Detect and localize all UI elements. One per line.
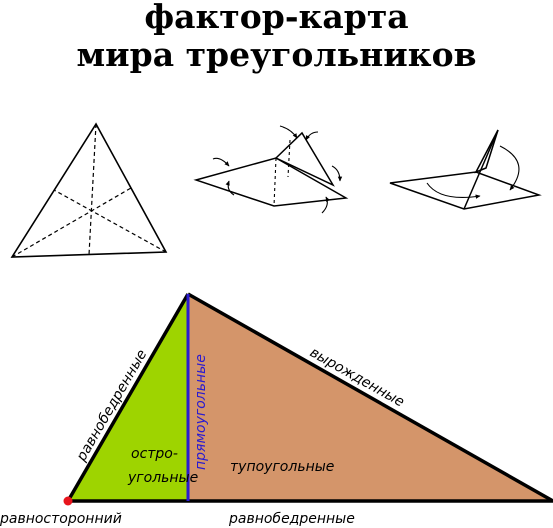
label-isosceles-bottom: равнобедренные: [228, 511, 355, 527]
label-acute-line-1: остро-: [131, 446, 178, 462]
collapsing-triangle-figure: [389, 129, 542, 210]
label-acute-line-2: угольные: [127, 470, 198, 486]
title-line-2: мира треугольников: [76, 35, 477, 74]
equilateral-triangle-figure: [10, 122, 168, 258]
label-equilateral: равносторонний: [0, 511, 122, 527]
title-line-1: фактор-карта: [144, 0, 409, 36]
base-quadrilateral: [193, 157, 349, 207]
rotation-arrows: [212, 125, 343, 214]
swing-arrows: [426, 145, 520, 199]
label-right: прямоугольные: [193, 354, 209, 470]
isosceles-left-edge: [66, 293, 190, 502]
raised-flap: [274, 131, 335, 187]
label-obtuse: тупоугольные: [230, 459, 334, 475]
fact-map: равнобедренные прямоугольные вырожденные…: [0, 292, 553, 527]
hidden-edges: [273, 139, 291, 207]
equilateral-point: [63, 496, 73, 506]
degenerate-edge: [187, 292, 553, 503]
flap-edge: [463, 129, 499, 210]
diagram-title: фактор-карта мира треугольников: [0, 0, 553, 74]
folding-triangle-figure: [193, 125, 349, 214]
base-shape: [389, 171, 542, 210]
symmetry-axes: [11, 123, 167, 258]
triangle-outline: [10, 122, 168, 258]
